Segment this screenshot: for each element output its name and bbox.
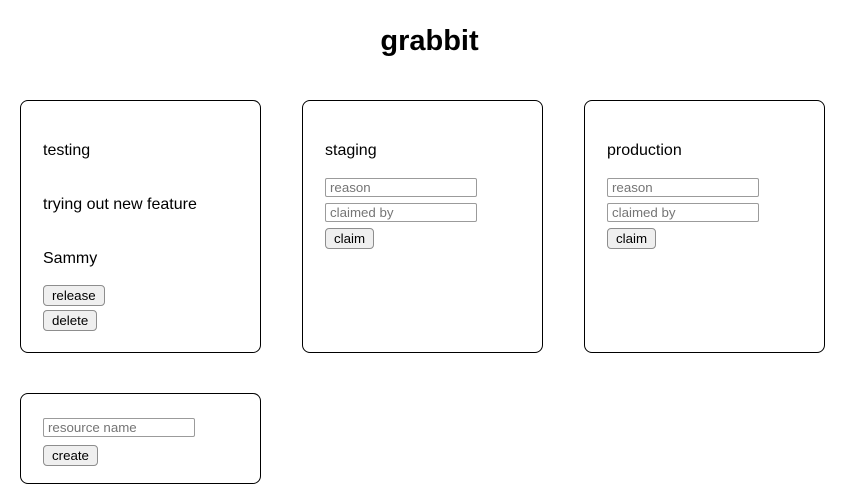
resource-card-testing: testing trying out new feature Sammy rel… bbox=[20, 100, 261, 353]
create-resource-card: create bbox=[20, 393, 261, 484]
resource-card-staging: staging claim bbox=[302, 100, 543, 353]
claim-button[interactable]: claim bbox=[325, 228, 375, 249]
claim-reason-text: trying out new feature bbox=[43, 196, 197, 213]
resource-card-production: production claim bbox=[584, 100, 825, 353]
resource-cards-row: testing trying out new feature Sammy rel… bbox=[20, 100, 839, 353]
release-button[interactable]: release bbox=[43, 285, 105, 306]
page-title: grabbit bbox=[380, 25, 479, 57]
claim-button[interactable]: claim bbox=[607, 228, 657, 249]
reason-input[interactable] bbox=[325, 178, 477, 197]
reason-input[interactable] bbox=[607, 178, 759, 197]
create-button[interactable]: create bbox=[43, 445, 98, 466]
delete-button[interactable]: delete bbox=[43, 310, 98, 331]
claimed-by-input[interactable] bbox=[325, 203, 477, 222]
claimed-by-text: Sammy bbox=[43, 250, 98, 267]
claimed-by-input[interactable] bbox=[607, 203, 759, 222]
resource-name-input[interactable] bbox=[43, 418, 195, 437]
resource-name: staging bbox=[325, 142, 377, 159]
resource-name: production bbox=[607, 142, 682, 159]
resource-name: testing bbox=[43, 142, 91, 159]
